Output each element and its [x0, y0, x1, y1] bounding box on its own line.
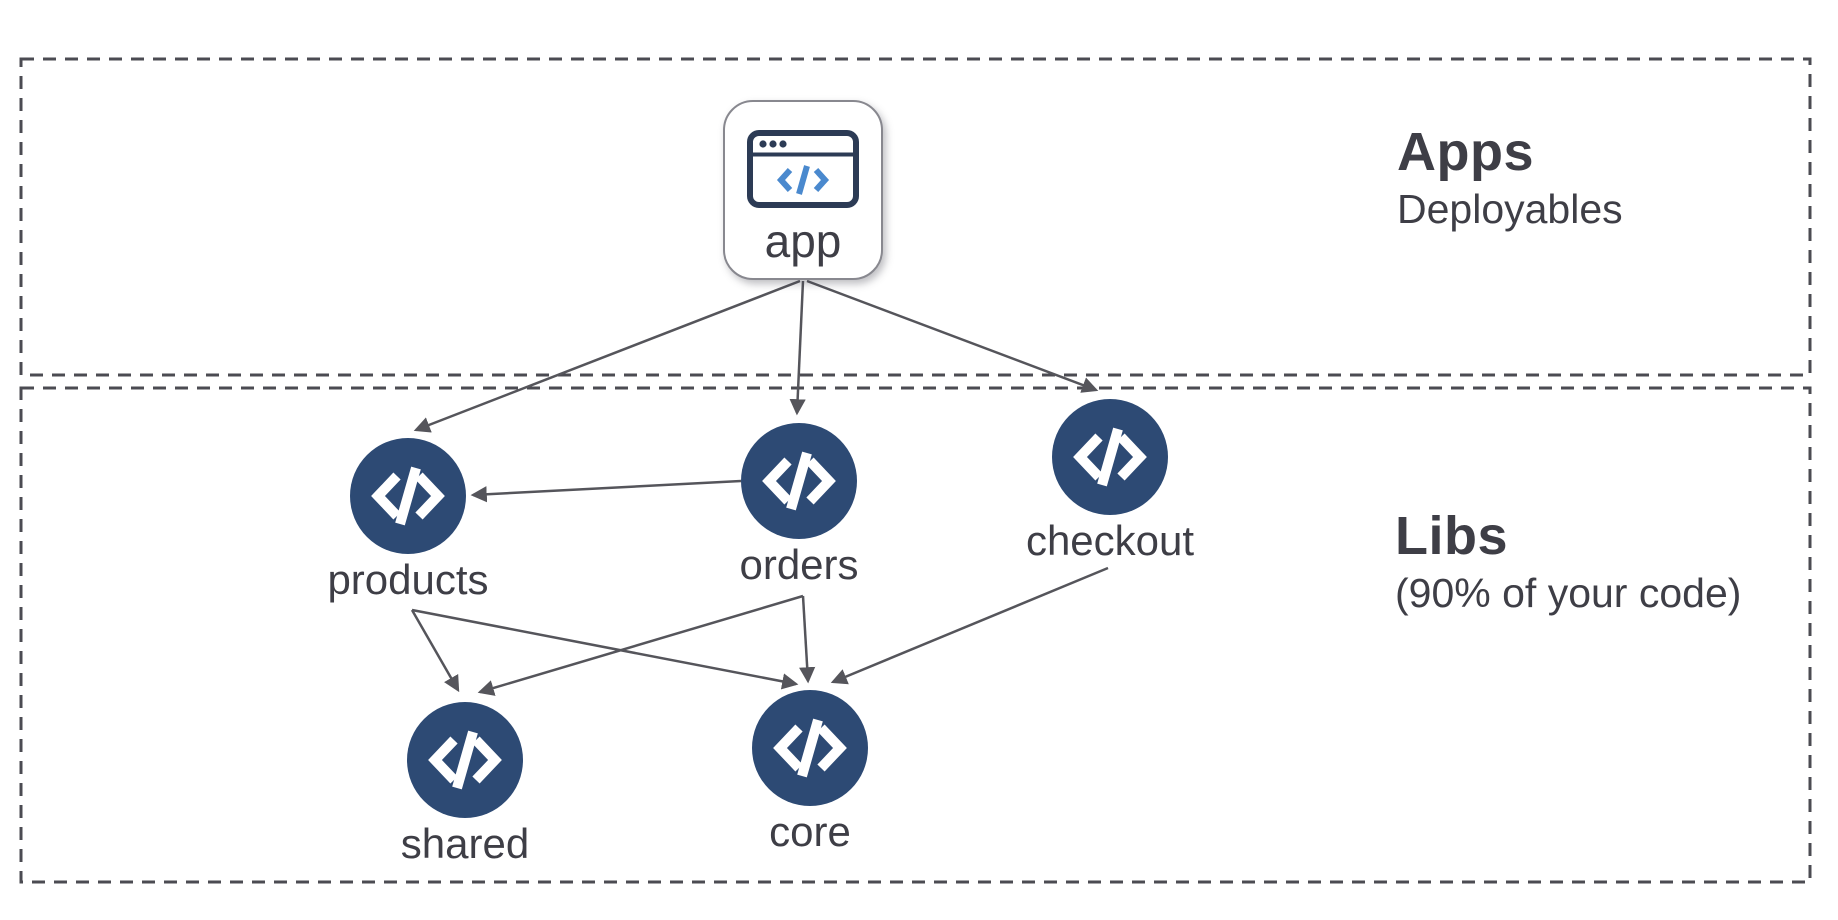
node-core: core [752, 690, 868, 855]
code-icon [752, 690, 868, 806]
edge-orders-shared [477, 594, 804, 696]
edge-app-products [413, 279, 801, 433]
apps-section-box [19, 57, 1812, 377]
edge-orders-core [799, 595, 816, 684]
edge-products-shared [410, 609, 460, 693]
node-orders-label: orders [739, 541, 859, 588]
libs-section-box [19, 386, 1812, 884]
libs-section-title: Libs [1395, 506, 1509, 566]
node-app-label: app [764, 215, 842, 267]
code-icon [407, 702, 523, 818]
node-shared: shared [401, 702, 529, 867]
edge-orders-products [470, 479, 742, 503]
node-checkout-label: checkout [1025, 517, 1195, 564]
edge-app-orders [789, 280, 806, 416]
libs-section-heading: Libs (90% of your code) [1395, 506, 1741, 617]
edge-checkout-core [830, 566, 1109, 685]
apps-section-subtitle: Deployables [1397, 186, 1623, 233]
node-orders: orders [739, 423, 859, 588]
edge-app-checkout [806, 279, 1099, 393]
browser-code-icon [747, 130, 859, 213]
code-icon [741, 423, 857, 539]
apps-section-title: Apps [1397, 122, 1534, 182]
libs-section-subtitle: (90% of your code) [1395, 570, 1742, 617]
node-checkout: checkout [1026, 399, 1194, 564]
edge-products-core [411, 608, 799, 690]
apps-section-heading: Apps Deployables [1397, 122, 1623, 233]
code-icon [1052, 399, 1168, 515]
node-products-label: products [327, 556, 489, 603]
code-icon [350, 438, 466, 554]
node-core-label: core [769, 808, 851, 855]
node-shared-label: shared [400, 820, 530, 867]
node-app: app [723, 100, 883, 280]
node-products: products [327, 438, 489, 603]
